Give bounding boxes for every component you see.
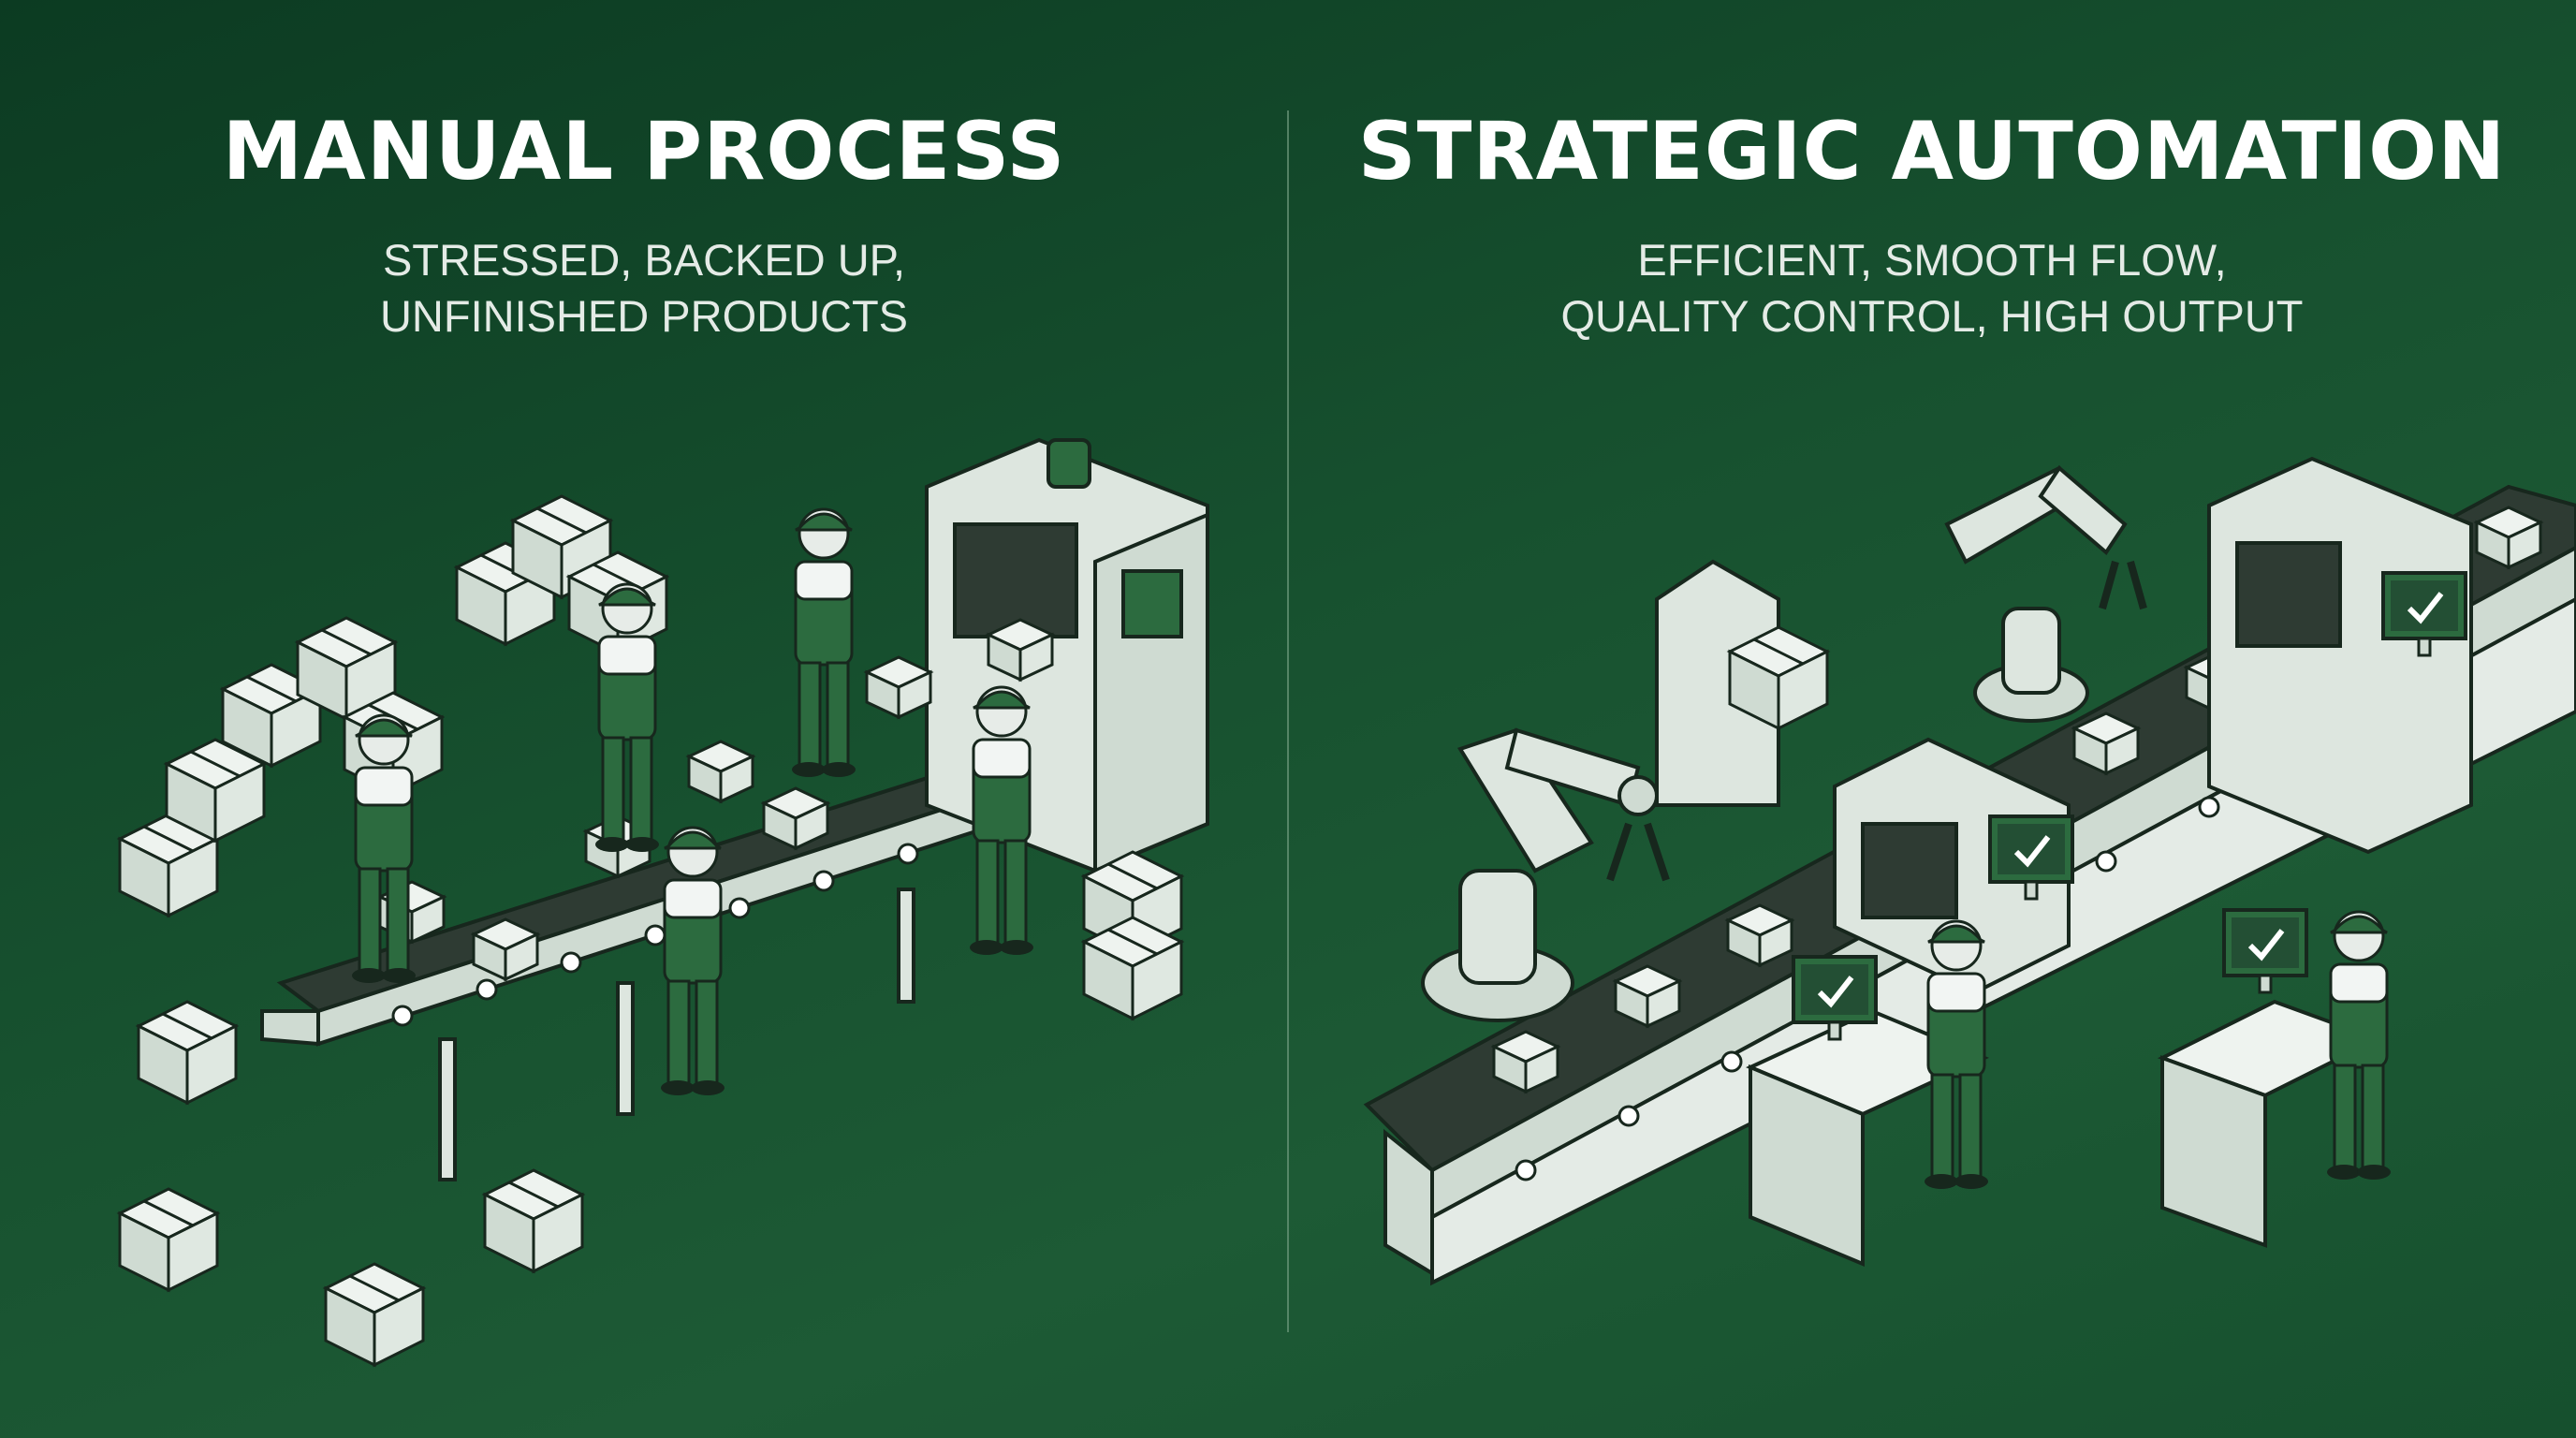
gauge-icon bbox=[1121, 569, 1183, 638]
manual-process-panel: MANUAL PROCESS STRESSED, BACKED UP, UNFI… bbox=[0, 105, 1288, 345]
panel-divider bbox=[1287, 110, 1289, 1332]
manual-process-subtitle-line-2: UNFINISHED PRODUCTS bbox=[379, 291, 909, 341]
strategic-automation-subtitle-line-2: QUALITY CONTROL, HIGH OUTPUT bbox=[1560, 291, 2304, 341]
robot-arm-left bbox=[1421, 727, 1670, 1022]
manual-process-subtitle: STRESSED, BACKED UP, UNFINISHED PRODUCTS bbox=[0, 232, 1288, 345]
quality-gate-machine bbox=[2207, 456, 2473, 855]
operator-desk-1 bbox=[1746, 957, 1989, 1267]
manual-machine bbox=[925, 437, 1209, 873]
desk-2-check-icon bbox=[2224, 910, 2306, 992]
strategic-automation-subtitle: EFFICIENT, SMOOTH FLOW, QUALITY CONTROL,… bbox=[1288, 232, 2576, 345]
operator-desk-2 bbox=[2157, 910, 2383, 1248]
inspection-scanner bbox=[1833, 737, 2072, 995]
robot-arm-back bbox=[1944, 465, 2147, 723]
strategic-automation-subtitle-line-1: EFFICIENT, SMOOTH FLOW, bbox=[1637, 235, 2227, 285]
manual-process-title: MANUAL PROCESS bbox=[222, 105, 1066, 198]
manual-process-subtitle-line-1: STRESSED, BACKED UP, bbox=[382, 235, 906, 285]
packing-station bbox=[1655, 559, 1829, 807]
strategic-automation-title: STRATEGIC AUTOMATION bbox=[1357, 105, 2507, 198]
warning-light-icon bbox=[1046, 438, 1091, 489]
strategic-automation-panel: STRATEGIC AUTOMATION EFFICIENT, SMOOTH F… bbox=[1288, 0, 2576, 1438]
